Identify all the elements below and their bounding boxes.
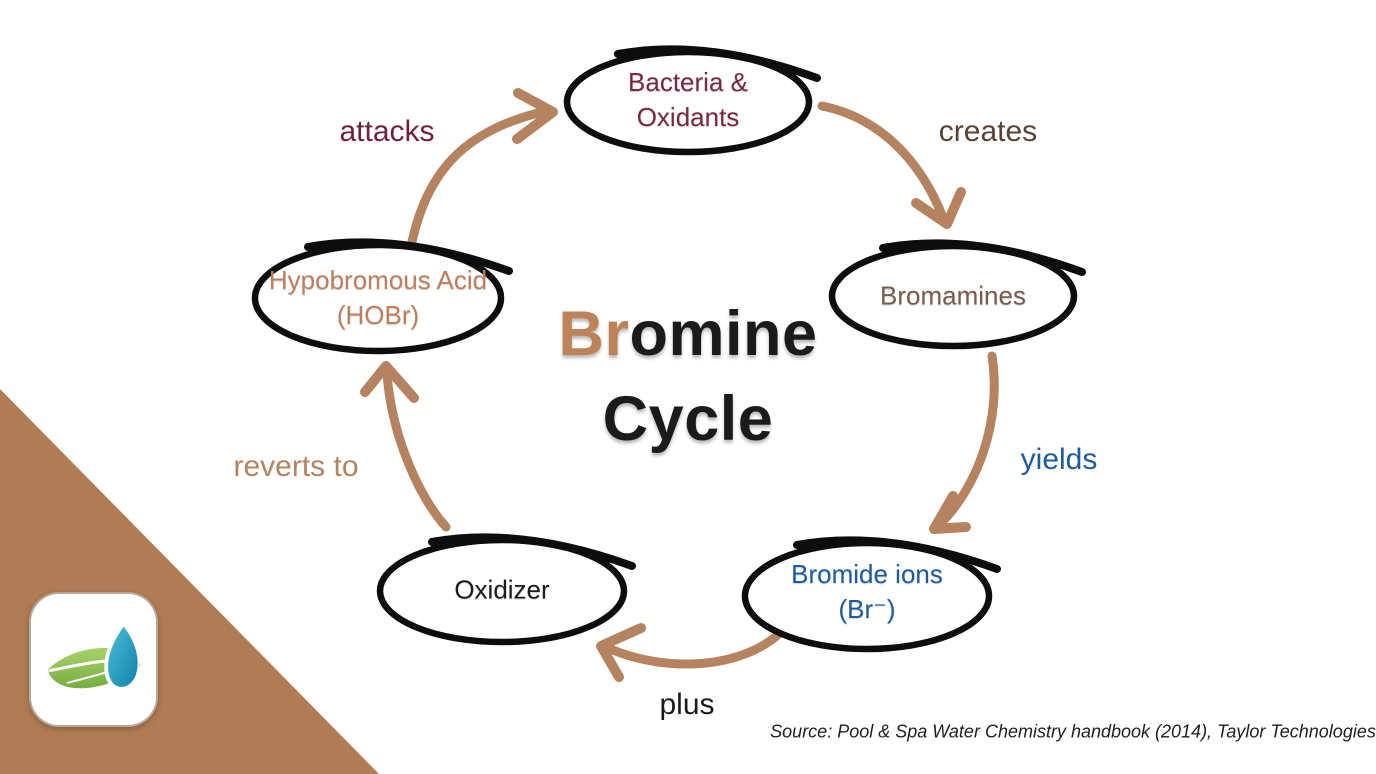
diagram-title-line1: Bromine [558,292,817,377]
arrow-attacks [407,88,558,247]
blue-leaf [103,622,139,690]
node-label-bromamines: Bromamines [880,280,1026,311]
node-ellipse-oxidizer [376,533,636,646]
node-label-oxidizer: Oxidizer [454,574,550,605]
node-label-bacteria-oxidants: Bacteria & Oxidants [628,67,748,132]
node-label-hypobromous-acid: Hypobromous Acid (HOBr) [268,265,488,330]
node-ellipse-hypobromous-acid [251,238,513,355]
node-ellipse-bacteria-oxidants [563,45,821,156]
diagram-title: Bromine Cycle [558,292,817,462]
node-label-bromide-ions: Bromide ions (Br⁻) [791,559,943,624]
arrow-yields [929,351,999,534]
edge-label-reverts-to: reverts to [233,450,359,483]
source-note: Source: Pool & Spa Water Chemistry handb… [770,721,1376,742]
edge-label-plus: plus [659,688,715,721]
diagram-title-line2: Cycle [602,384,774,454]
edge-label-yields: yields [1020,443,1098,476]
node-ellipse-bromamines [828,239,1086,350]
edge-label-creates: creates [938,115,1038,148]
arrow-reverts-to [360,361,451,532]
title-highlight: Br [558,299,630,369]
leaf-logo-icon [47,622,140,690]
edge-label-attacks: attacks [339,115,435,148]
title-rest: omine [629,299,818,369]
brand-logo-badge [29,592,158,727]
arrow-creates [817,101,966,229]
arrow-plus [596,623,785,682]
node-ellipse-bromide-ions [741,536,1001,653]
